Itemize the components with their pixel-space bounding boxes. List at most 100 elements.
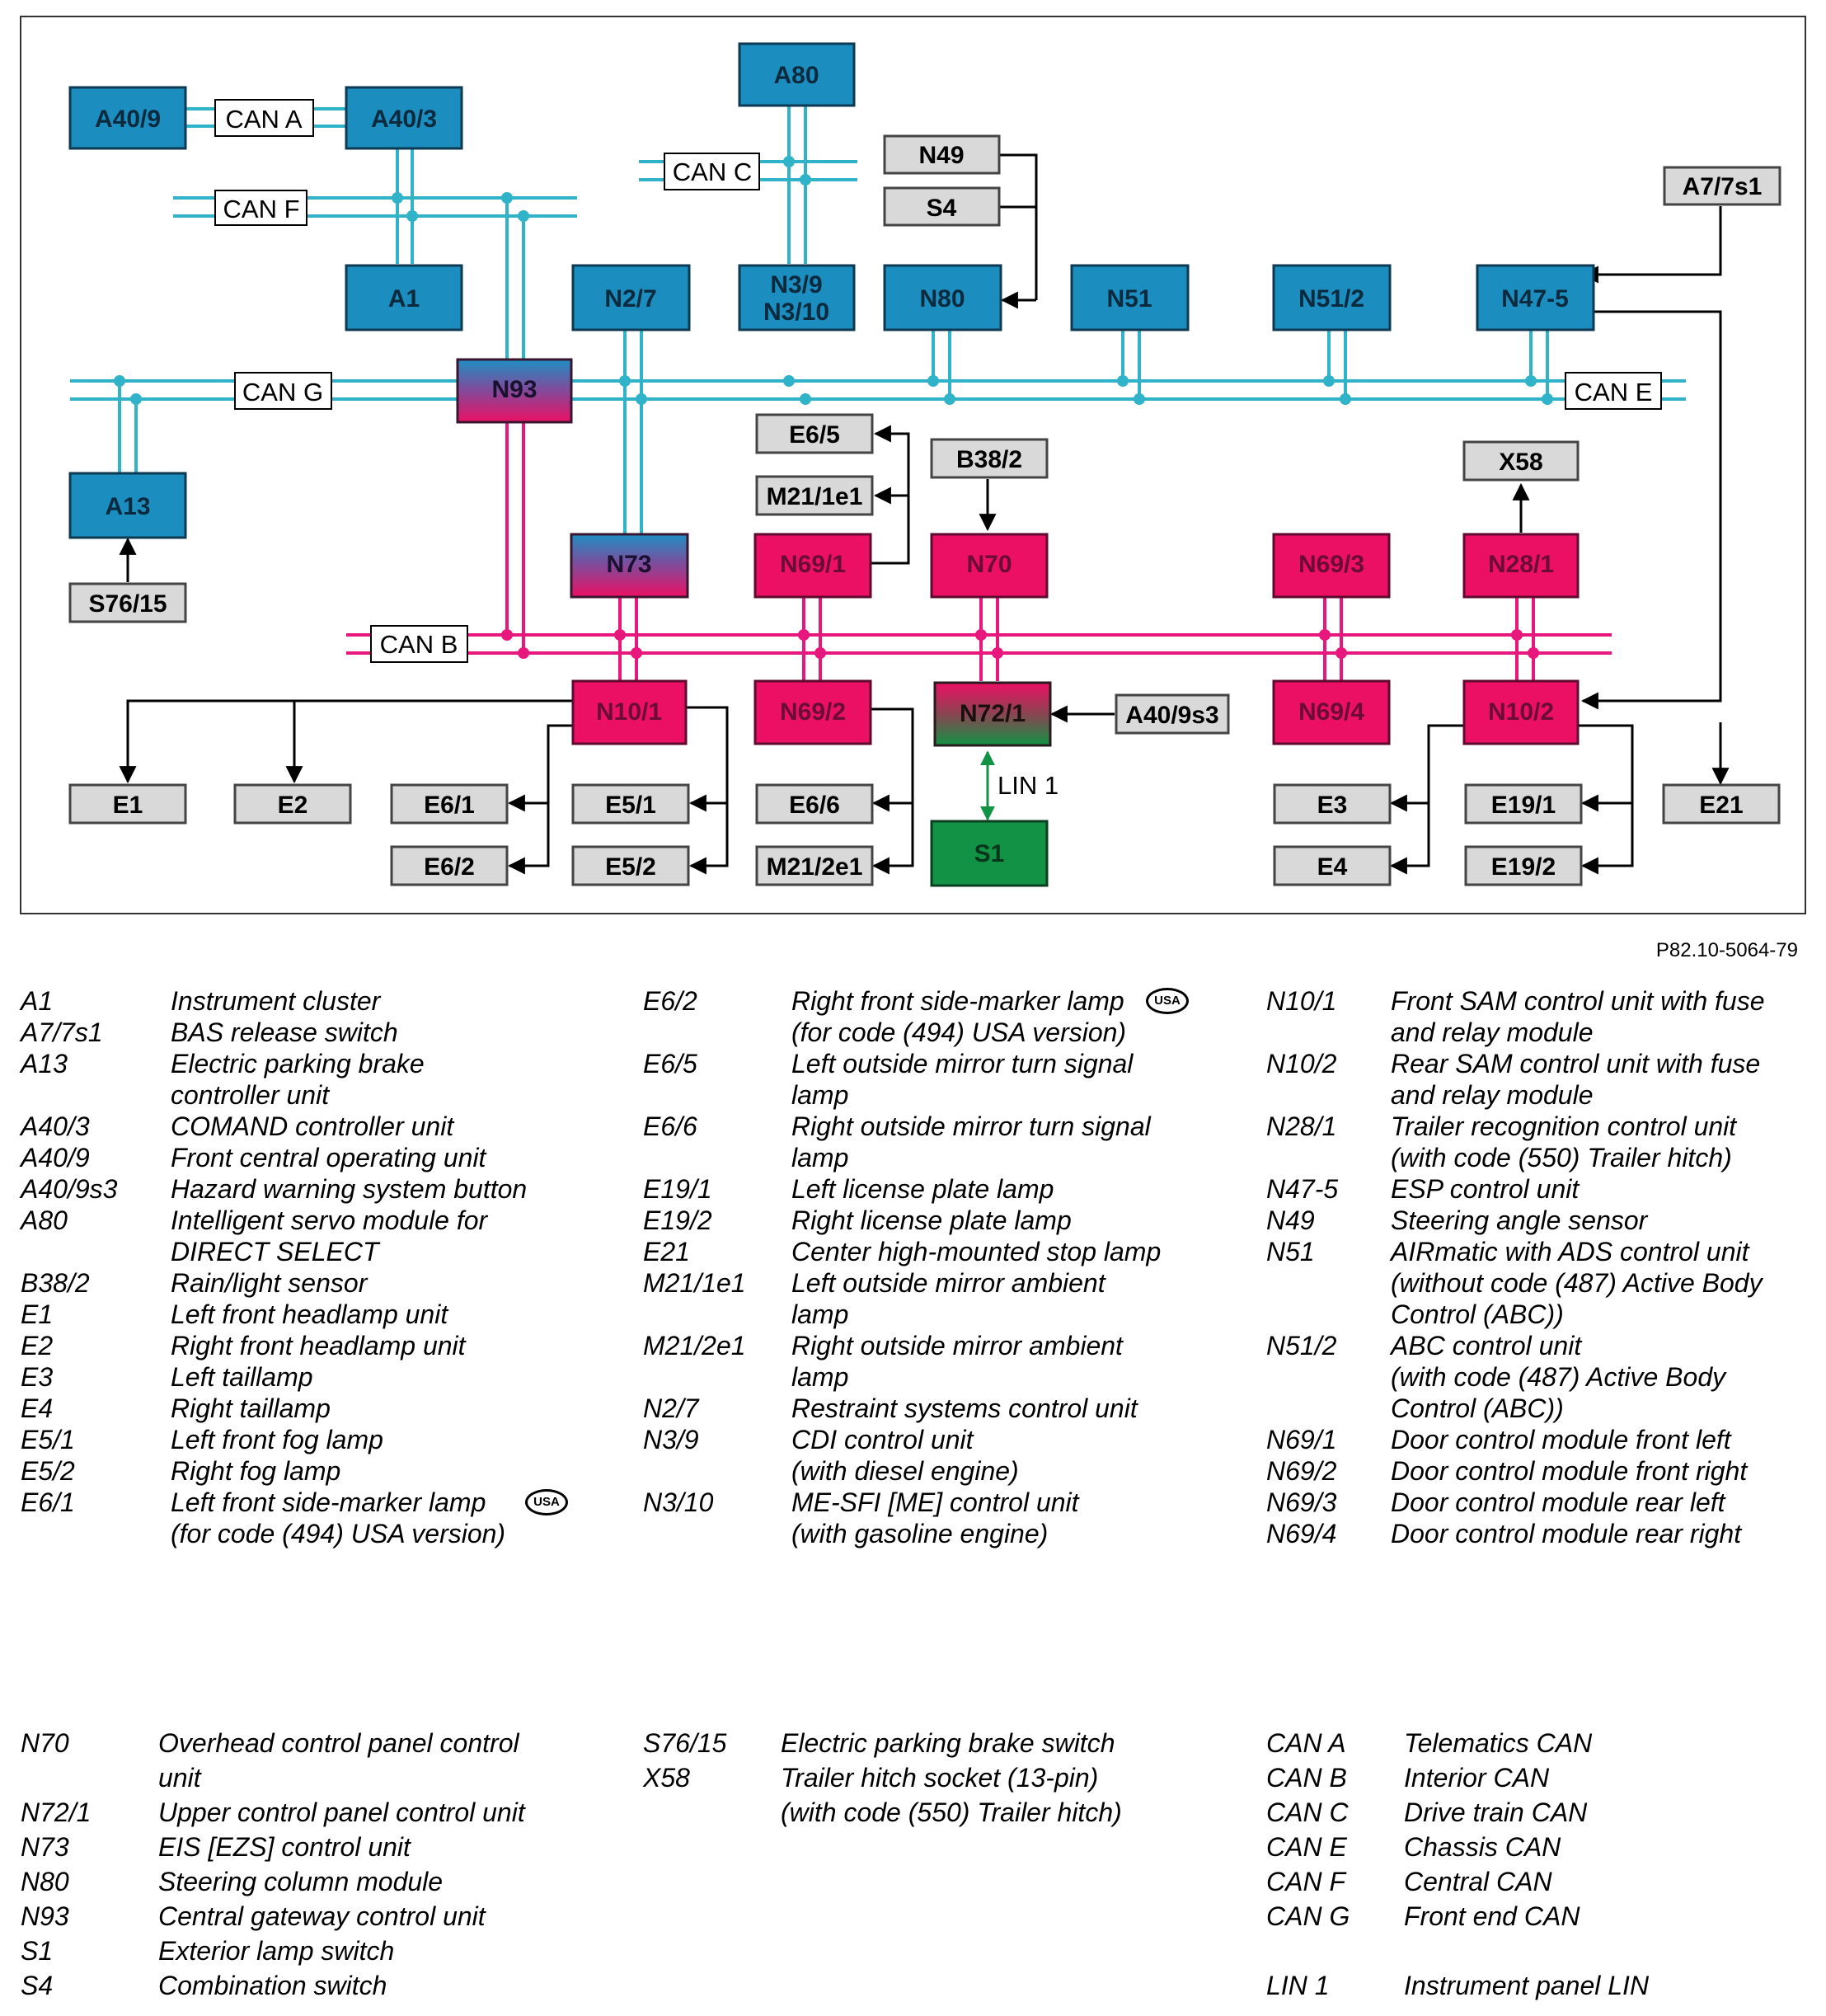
svg-text:N10/2: N10/2 [1488, 698, 1554, 726]
legend-description: Central gateway control unit [158, 1901, 486, 1931]
legend-description: Left front side-marker lamp [171, 1487, 486, 1517]
legend-description: Left front fog lamp [171, 1425, 383, 1454]
legend-code: M21/1e1 [643, 1268, 746, 1298]
box-n69-3: N69/3 [1272, 533, 1391, 599]
svg-text:E6/5: E6/5 [789, 421, 840, 449]
legend-code: N70 [21, 1728, 69, 1758]
legend-description: AIRmatic with ADS control unit [1391, 1237, 1749, 1266]
svg-text:A40/9s3: A40/9s3 [1125, 702, 1218, 729]
box-s4: S4 [883, 186, 1001, 227]
svg-text:S1: S1 [974, 840, 1005, 867]
legend-description: Hazard warning system button [171, 1174, 528, 1204]
svg-text:E3: E3 [1317, 792, 1348, 819]
box-e1: E1 [68, 783, 187, 825]
svg-text:X58: X58 [1499, 449, 1542, 476]
legend-code: N72/1 [21, 1797, 92, 1827]
legend-description: Interior CAN [1404, 1763, 1550, 1793]
legend-description: Chassis CAN [1404, 1832, 1561, 1862]
can-g-label: CAN G [234, 372, 332, 410]
svg-text:CAN A: CAN A [225, 105, 302, 134]
box-e6-1: E6/1 [390, 783, 509, 825]
legend-description: and relay module [1391, 1017, 1594, 1047]
legend-code: N80 [21, 1867, 69, 1896]
legend-description: and relay module [1391, 1080, 1594, 1110]
legend-description: Instrument panel LIN [1404, 1971, 1650, 2000]
box-n2-7: N2/7 [571, 264, 691, 331]
svg-text:E19/2: E19/2 [1491, 853, 1556, 881]
legend-code: A40/9s3 [21, 1174, 118, 1204]
legend-description: Right front headlamp unit [171, 1331, 466, 1360]
legend-description: (with code (487) Active Body [1391, 1362, 1726, 1392]
legend-description: Electric parking brake [171, 1049, 425, 1078]
svg-text:A40/3: A40/3 [371, 106, 437, 133]
legend-code: E19/1 [643, 1174, 712, 1204]
box-m21-2e1: M21/2e1 [755, 845, 874, 886]
box-e6-5: E6/5 [755, 413, 874, 454]
legend-code: E21 [643, 1237, 690, 1266]
legend-description: Front end CAN [1404, 1901, 1580, 1931]
legend-description: Center high-mounted stop lamp [791, 1237, 1162, 1266]
legend-description: unit [158, 1763, 201, 1793]
legend-description: Rain/light sensor [171, 1268, 368, 1298]
legend-code: E6/1 [21, 1487, 75, 1517]
legend-code: CAN C [1266, 1797, 1349, 1827]
legend-code: A1 [21, 986, 54, 1016]
control-unit-boxes: A40/9 A40/3 A80 A1 N2/7 N3/9N3/10 N80 N5… [68, 42, 1781, 887]
can-pink-nodes [501, 629, 1539, 659]
legend-description: Control (ABC)) [1391, 1393, 1564, 1423]
legend-description: EIS [EZS] control unit [158, 1832, 411, 1862]
svg-text:E6/1: E6/1 [424, 792, 475, 819]
legend-description: Steering angle sensor [1391, 1205, 1648, 1235]
legend-code: CAN G [1266, 1901, 1350, 1931]
legend-code: A80 [21, 1205, 68, 1235]
svg-text:A7/7s1: A7/7s1 [1683, 173, 1763, 200]
legend-description: Trailer hitch socket (13-pin) [781, 1763, 1099, 1793]
legend-code: N69/4 [1266, 1519, 1337, 1548]
legend-description: Left outside mirror turn signal [791, 1049, 1134, 1078]
legend-description: Right front side-marker lamp [791, 986, 1124, 1016]
legend-description: Upper control panel control unit [158, 1797, 525, 1827]
svg-text:N93: N93 [491, 376, 537, 403]
svg-text:N69/1: N69/1 [780, 551, 846, 578]
legend-code: B38/2 [21, 1268, 90, 1298]
legend-description: Door control module rear right [1391, 1519, 1742, 1548]
legend-entry: A40/9s3 Hazard warning system button [21, 1173, 598, 1205]
legend-description: Combination switch [158, 1971, 387, 2000]
legend-description: Intelligent servo module for [171, 1205, 488, 1235]
box-n80: N80 [883, 264, 1002, 331]
svg-text:S76/15: S76/15 [88, 590, 167, 618]
svg-text:N51/2: N51/2 [1298, 285, 1364, 313]
box-n51-2: N51/2 [1272, 264, 1392, 331]
legend-description: Trailer recognition control unit [1391, 1111, 1737, 1141]
legend-code: CAN F [1266, 1867, 1345, 1896]
legend-code: E4 [21, 1393, 54, 1423]
legend-entry: B38/2 Rain/light sensor [21, 1267, 598, 1299]
can-e-label: CAN E [1565, 372, 1662, 410]
legend-description: Left outside mirror ambient [791, 1268, 1105, 1298]
legend-description: (with code (550) Trailer hitch) [781, 1797, 1122, 1827]
legend-description: (with code (550) Trailer hitch) [1391, 1143, 1732, 1172]
legend-description: Steering column module [158, 1867, 444, 1896]
svg-text:N69/2: N69/2 [780, 698, 846, 726]
legend-code: E6/5 [643, 1049, 697, 1078]
legend-code: X58 [643, 1763, 690, 1793]
svg-text:M21/1e1: M21/1e1 [767, 483, 863, 510]
legend-description: controller unit [171, 1080, 330, 1110]
legend-code: N73 [21, 1832, 69, 1862]
legend-description: Rear SAM control unit with fuse [1391, 1049, 1761, 1078]
